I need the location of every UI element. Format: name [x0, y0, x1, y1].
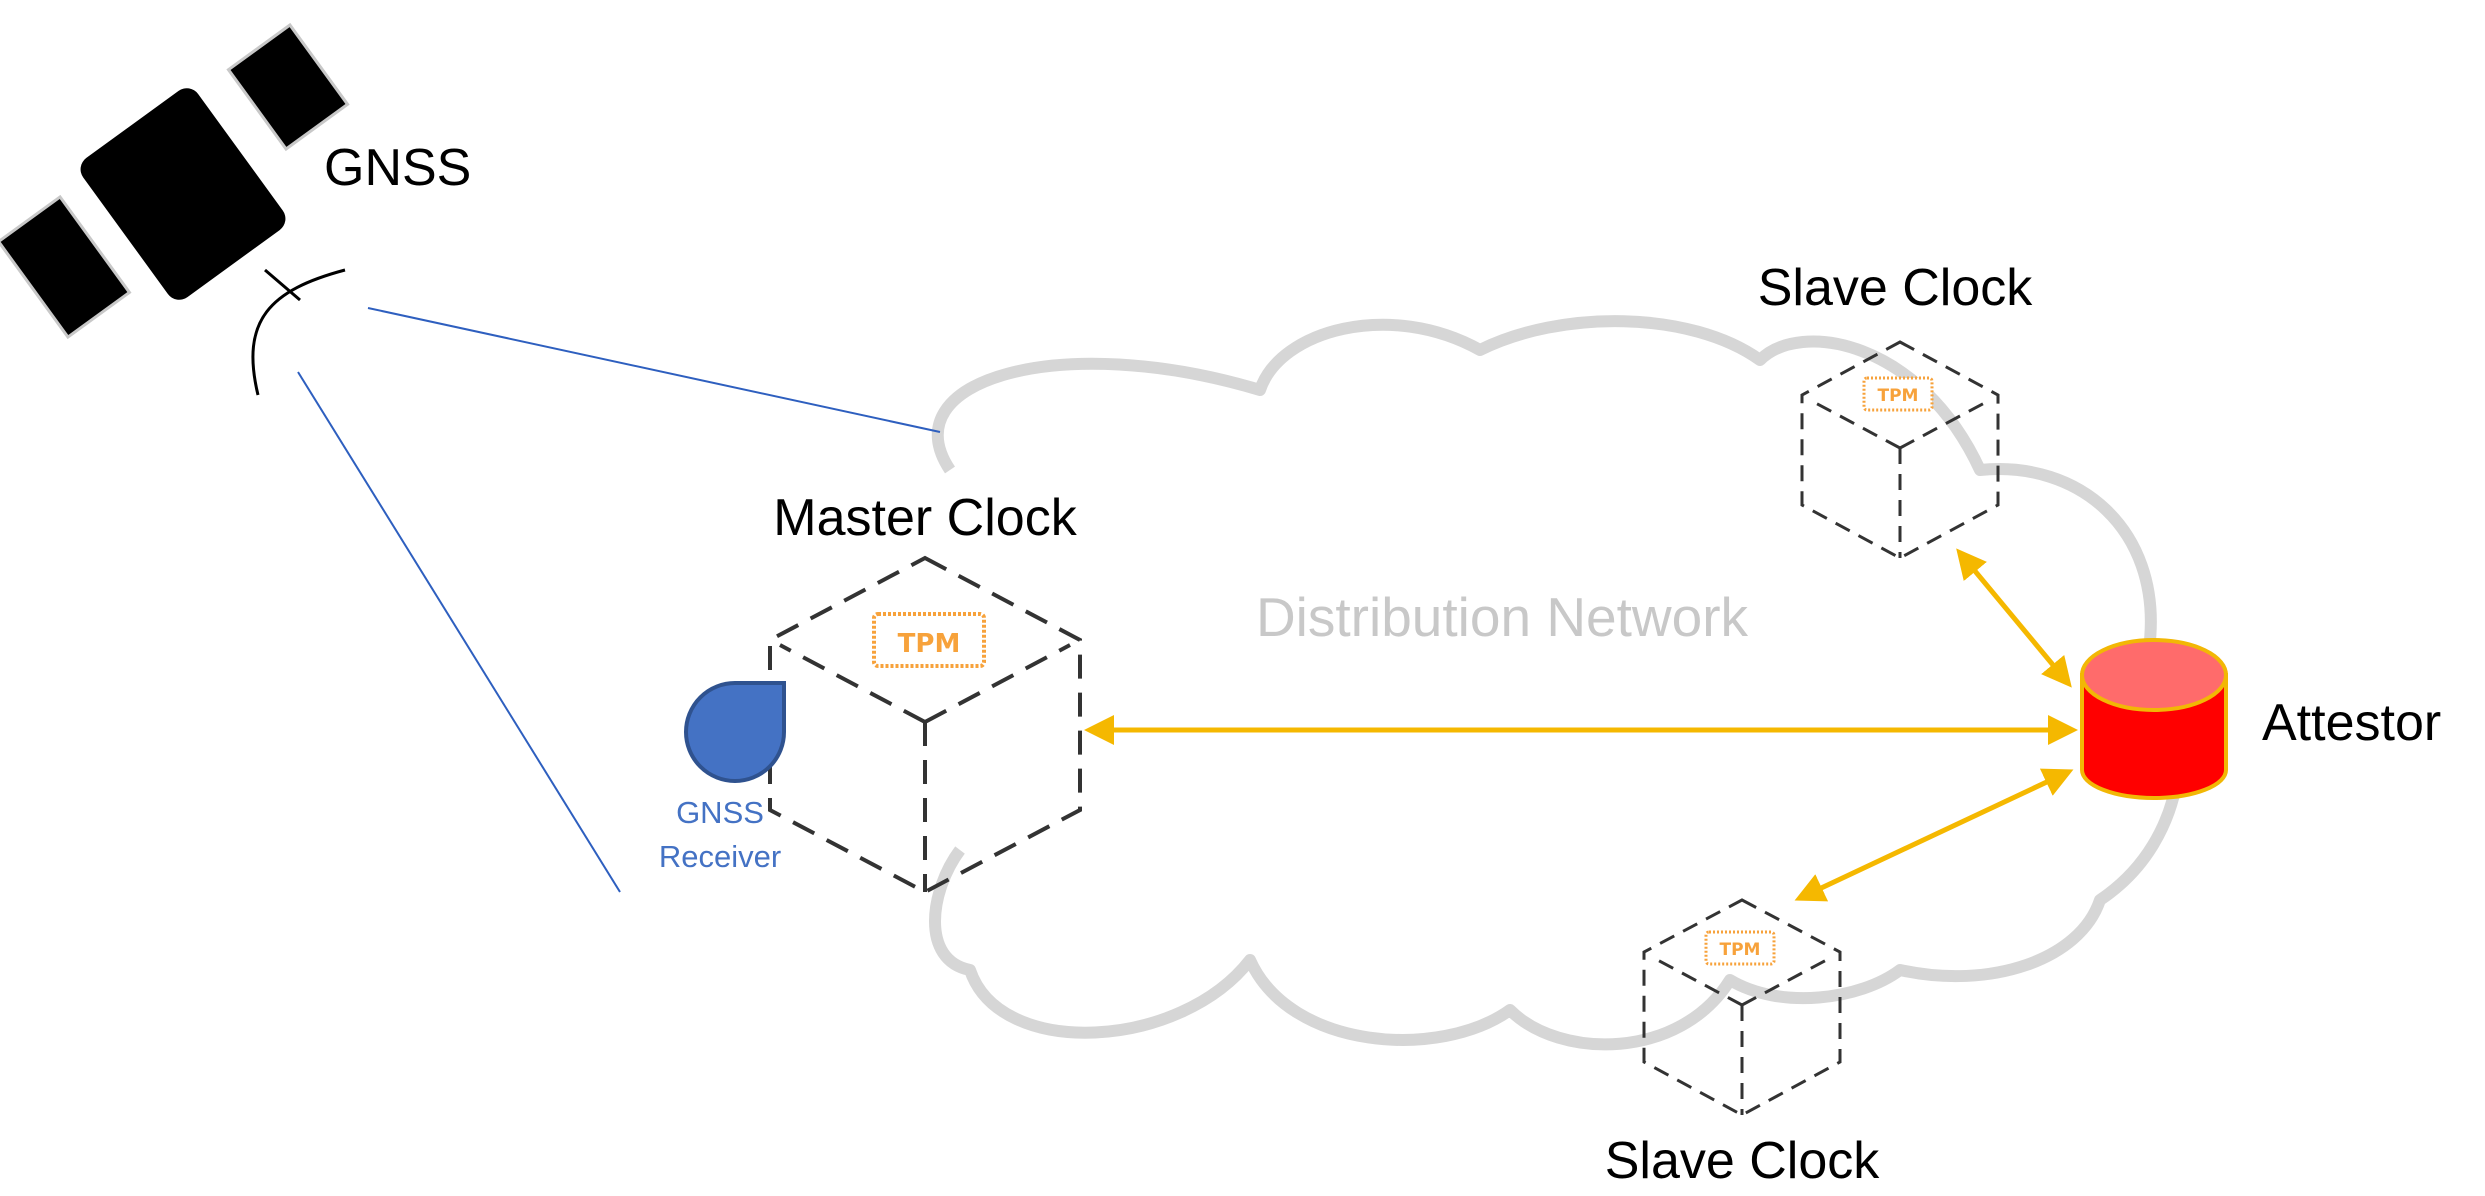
distribution-network-label: Distribution Network [1256, 586, 1749, 648]
master-tpm-label: TPM [898, 629, 961, 659]
slave-bottom-tpm-chip-icon: TPM [1704, 930, 1776, 966]
database-icon [2080, 638, 2228, 800]
slave-clock-top-cube-icon [1800, 340, 2000, 560]
master-clock-label: Master Clock [773, 489, 1077, 547]
gnss-receiver-label-line2: Receiver [659, 839, 781, 874]
slave-bottom-tpm-label: TPM [1720, 940, 1761, 960]
attestor-label: Attestor [2262, 694, 2441, 752]
arrow-slave-top-attestor [1956, 548, 2072, 688]
satellite-icon [0, 22, 350, 396]
slave-top-tpm-chip-icon: TPM [1862, 376, 1934, 412]
slave-clock-top-label: Slave Clock [1758, 259, 2034, 317]
gnss-signal-line [297, 371, 621, 893]
gnss-signal-line [367, 307, 941, 433]
distribution-network-cloud [929, 315, 2186, 1051]
master-tpm-chip-icon: TPM [872, 612, 986, 668]
slave-top-tpm-label: TPM [1878, 386, 1919, 406]
gnss-receiver-label-line1: GNSS [676, 795, 764, 830]
slave-clock-bottom-label: Slave Clock [1605, 1132, 1881, 1190]
gnss-label: GNSS [324, 139, 471, 197]
gnss-receiver-icon [684, 681, 786, 783]
master-clock-cube-icon [768, 555, 1082, 895]
slave-clock-bottom-cube-icon [1642, 898, 1842, 1117]
arrow-attestor-slave-bottom [1794, 768, 2074, 902]
